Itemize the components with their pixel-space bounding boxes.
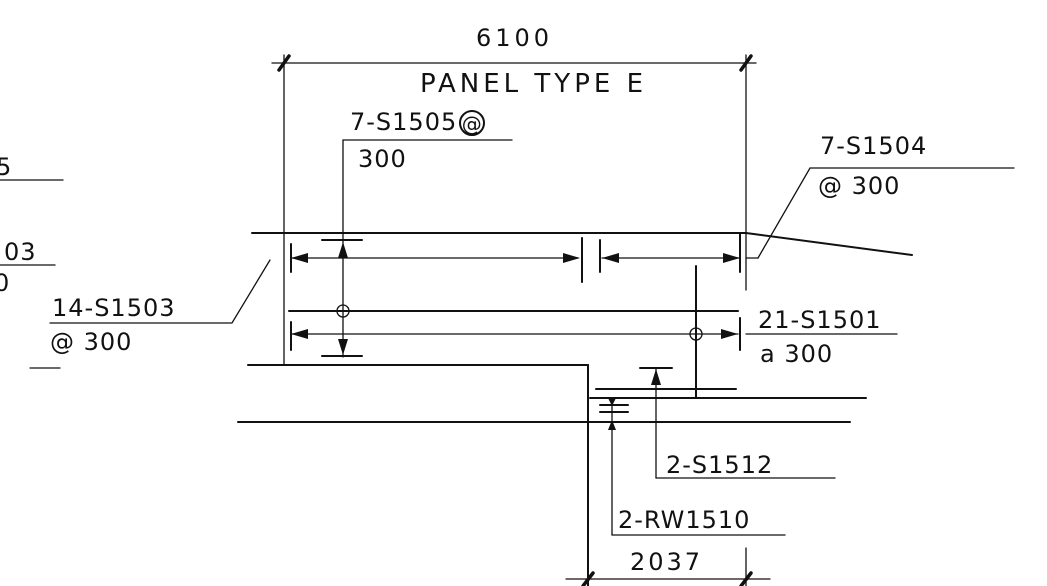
dimension-2-rw1510 [599,398,786,536]
callout-2-s1512: 2-S1512 [666,451,774,479]
top-slab-line [251,232,913,256]
callout-7-s1505: 7-S1505@ [350,108,486,136]
at-circle-icon: @ [459,110,486,136]
edge-fragment-mid-2: 0 [0,269,11,297]
leader-14-s1503 [49,259,271,324]
callout-7-s1504: 7-S1504 [820,132,928,160]
callout-7-s1504-spacing: @ 300 [818,172,901,200]
callout-14-s1503-spacing: @ 300 [50,328,133,356]
callout-21-s1501: 21-S1501 [758,306,882,334]
leader-7-s1504 [757,167,1015,259]
panel-title: PANEL TYPE E [420,69,647,99]
callout-2-rw1510: 2-RW1510 [618,506,751,534]
edge-fragment-top: 5 [0,153,13,181]
middle-bars [288,310,898,351]
vertical-bar-7-s1505 [321,139,513,358]
dimension-top-label: 6100 [476,24,554,52]
bottom-dimension-2037 [565,547,771,586]
edge-fragment-mid-1: 03 [4,238,37,266]
vertical-bar-21-s1501 [689,265,703,399]
dimension-2-s1512 [639,367,836,479]
top-bar-dimension [290,233,759,283]
callout-7-s1505-spacing: 300 [358,145,407,173]
dimension-bottom-label: 2037 [630,548,704,576]
callout-7-s1505-text: 7-S1505 [350,108,458,136]
callout-14-s1503: 14-S1503 [52,294,176,322]
lower-lines [237,388,867,423]
top-dimension-6100 [271,54,757,366]
edge-fragments [0,179,64,369]
step-profile [247,364,589,586]
callout-21-s1501-spacing: a 300 [760,340,834,368]
